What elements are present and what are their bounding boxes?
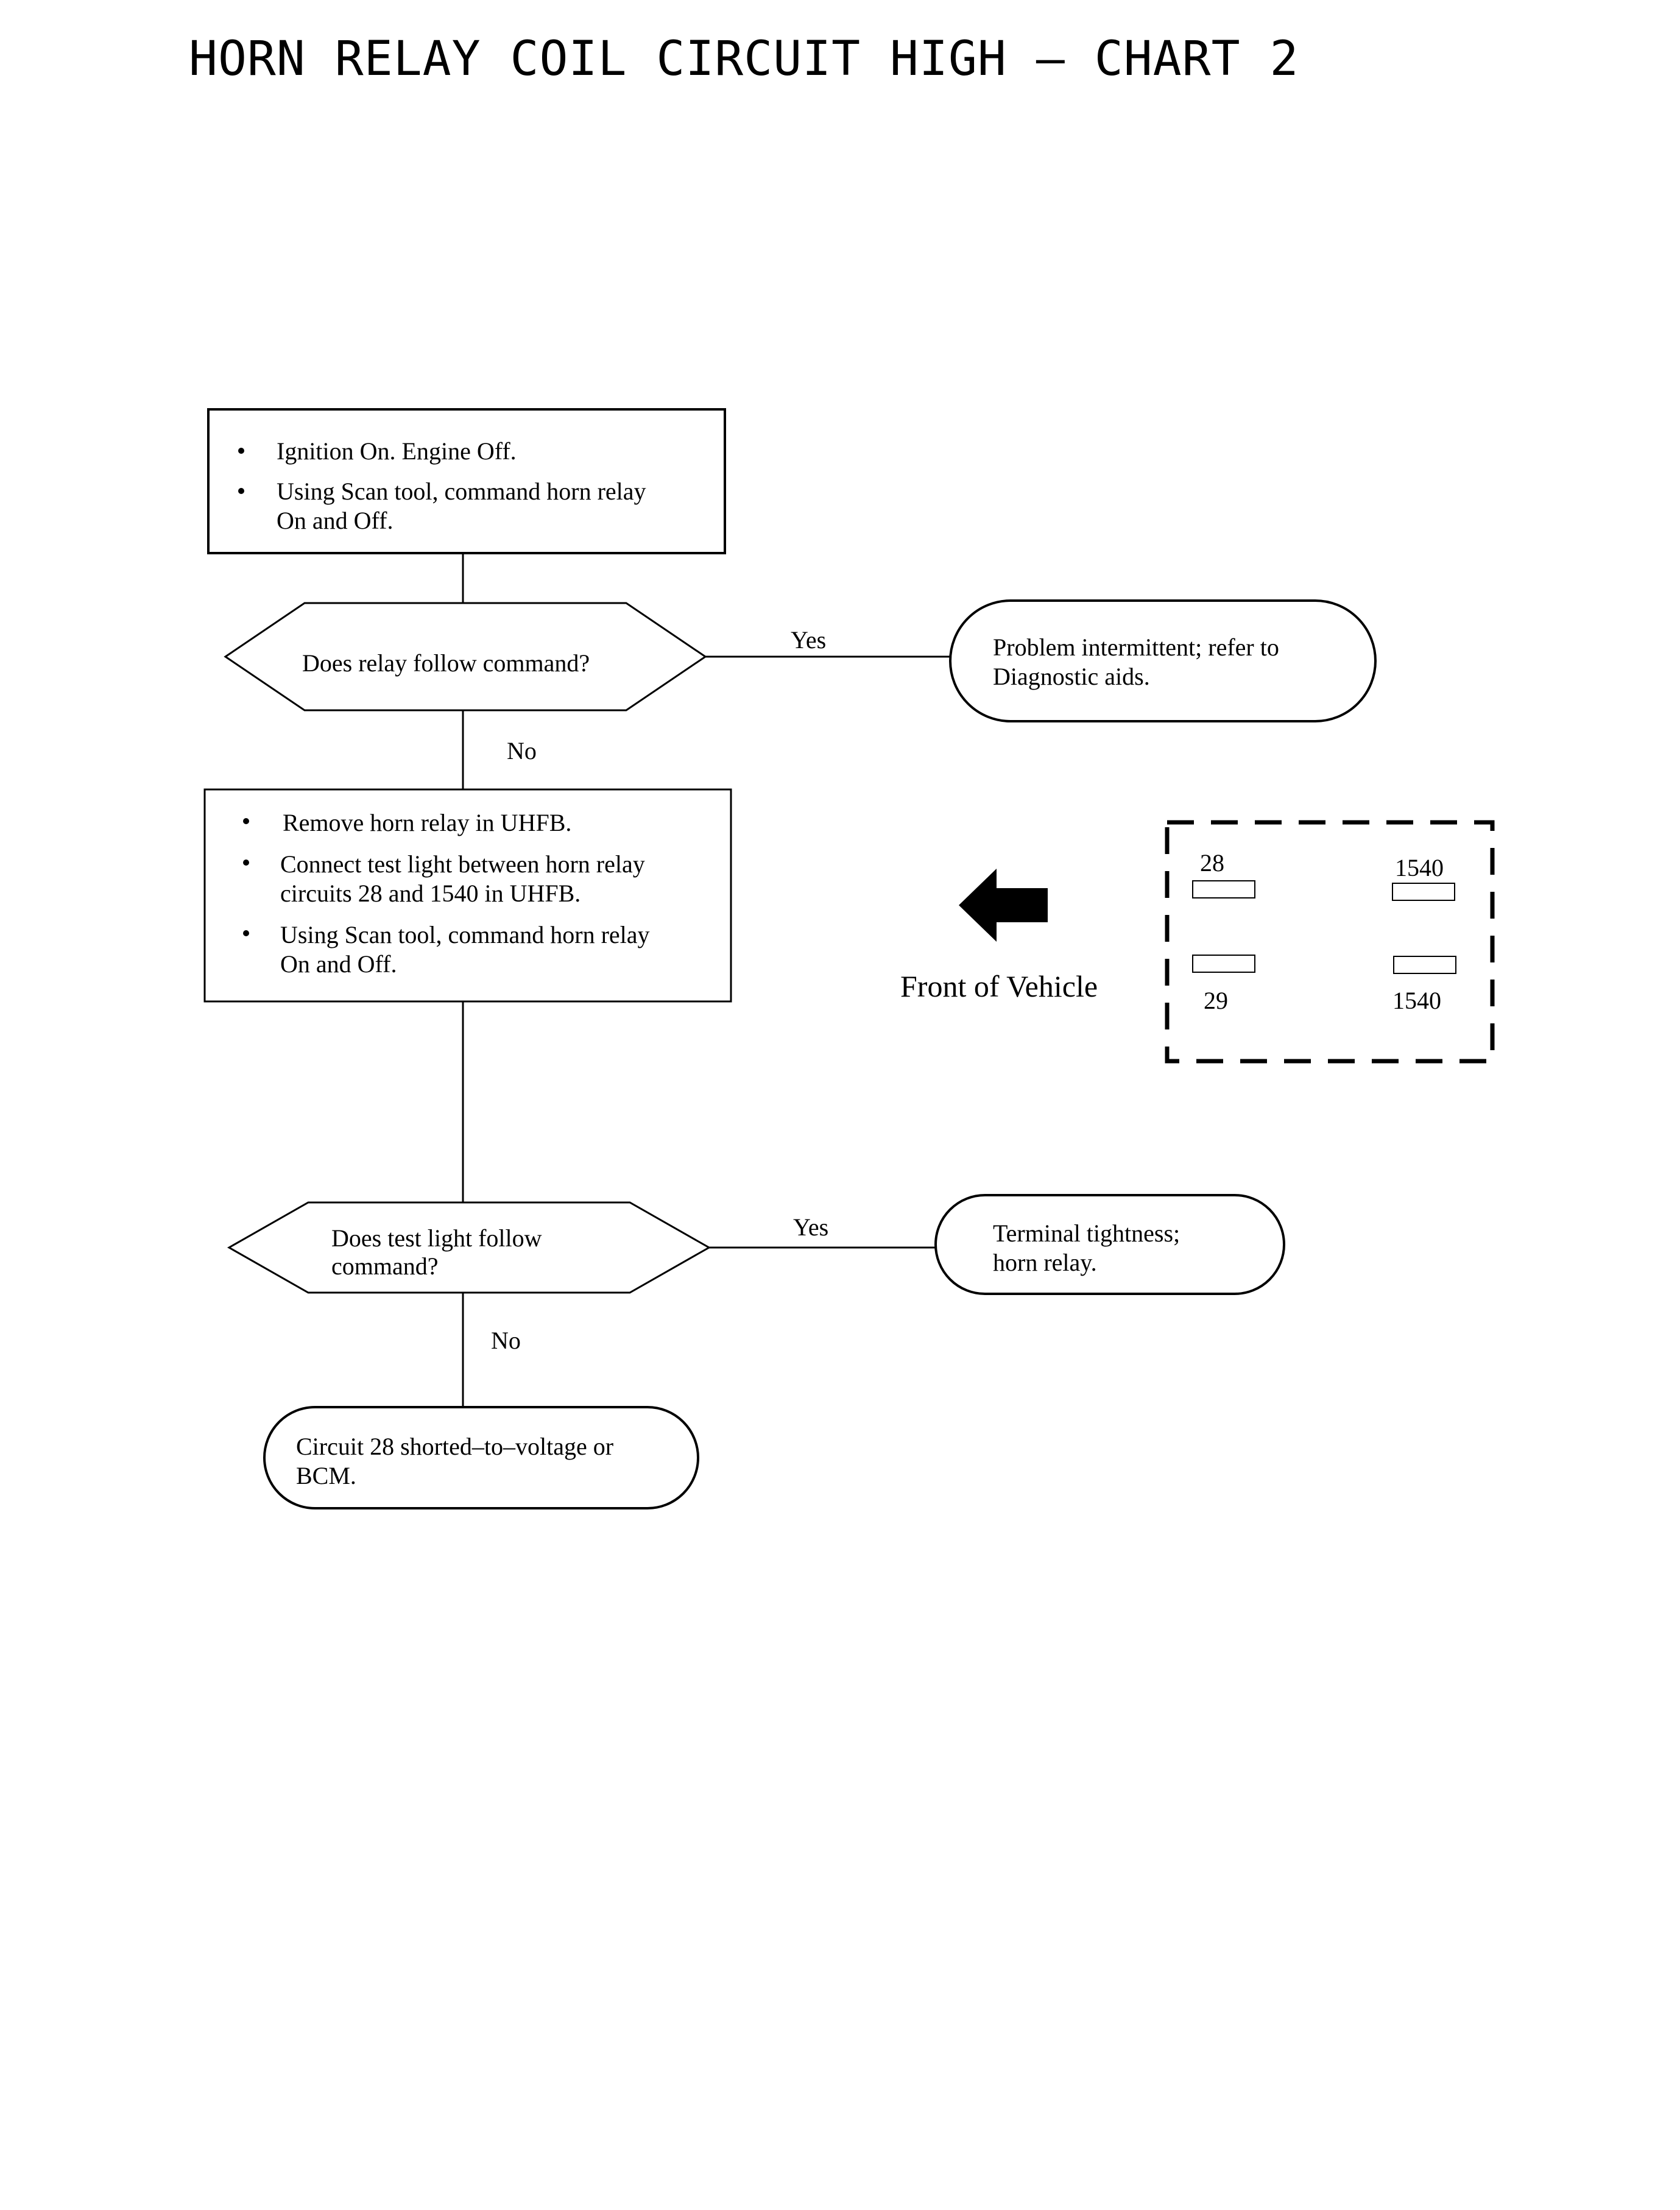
decision1-question: Does relay follow command? — [302, 649, 590, 677]
result3-terminator: Circuit 28 shorted–to–voltage or BCM. — [263, 1406, 699, 1509]
step2-bullet-2-line-1: Connect test light between horn relay — [280, 850, 645, 878]
decision1-yes-label: Yes — [791, 626, 826, 654]
decision1-hexagon: Does relay follow command? — [224, 602, 707, 711]
step2-bullet-3-line-2: On and Off. — [280, 950, 397, 978]
terminal-28 — [1192, 880, 1255, 898]
decision2-question-line-1: Does test light follow — [331, 1224, 542, 1252]
step2-box: Remove horn relay in UHFB. Connect test … — [203, 788, 732, 1003]
bullet-dot — [243, 930, 249, 936]
pin-28-label: 28 — [1200, 849, 1224, 877]
result3-line-2: BCM. — [296, 1462, 356, 1489]
step1-bullet-2-line-1: Using Scan tool, command horn relay — [277, 478, 646, 505]
bullet-dot — [243, 860, 249, 866]
bullet-dot — [243, 818, 249, 824]
bullet-dot — [238, 448, 244, 454]
step2-bullet-3-line-1: Using Scan tool, command horn relay — [280, 921, 650, 948]
result2-line-1: Terminal tightness; — [993, 1220, 1180, 1247]
uhfb-dashed-outline — [1165, 820, 1495, 1064]
front-of-vehicle-label: Front of Vehicle — [900, 969, 1098, 1003]
result1-terminator: Problem intermittent; refer to Diagnosti… — [949, 599, 1377, 722]
decision2-no-label: No — [491, 1327, 521, 1354]
step2-bullet-1-line-1: Remove horn relay in UHFB. — [283, 809, 571, 836]
page-title: HORN RELAY COIL CIRCUIT HIGH – CHART 2 — [189, 32, 1299, 86]
pin-1540-bottom-label: 1540 — [1392, 987, 1441, 1014]
decision2-question-line-2: command? — [331, 1252, 439, 1280]
step1-bullet-1-line-1: Ignition On. Engine Off. — [277, 437, 517, 465]
terminal-1540-top — [1392, 883, 1455, 901]
terminal-1540-bottom — [1393, 956, 1456, 974]
result1-line-1: Problem intermittent; refer to — [993, 634, 1279, 661]
connectors — [462, 553, 950, 1407]
step1-box: Ignition On. Engine Off. Using Scan tool… — [207, 408, 726, 554]
decision2-yes-label: Yes — [793, 1213, 828, 1241]
result2-line-2: horn relay. — [993, 1249, 1097, 1276]
decision1-no-label: No — [507, 737, 537, 764]
pin-29-label: 29 — [1204, 987, 1228, 1014]
result3-line-1: Circuit 28 shorted–to–voltage or — [296, 1433, 613, 1460]
step2-bullet-2-line-2: circuits 28 and 1540 in UHFB. — [280, 880, 581, 907]
left-arrow-icon — [959, 869, 1048, 942]
terminal-29 — [1192, 955, 1255, 973]
relay-diagram: Front of Vehicle 28 1540 29 1540 — [900, 820, 1495, 1064]
result2-terminator: Terminal tightness; horn relay. — [934, 1194, 1285, 1295]
bullet-dot — [238, 488, 244, 494]
step1-bullet-2-line-2: On and Off. — [277, 507, 393, 534]
result1-line-2: Diagnostic aids. — [993, 663, 1150, 690]
decision2-hexagon: Does test light follow command? — [227, 1201, 711, 1294]
pin-1540-top-label: 1540 — [1395, 854, 1444, 881]
